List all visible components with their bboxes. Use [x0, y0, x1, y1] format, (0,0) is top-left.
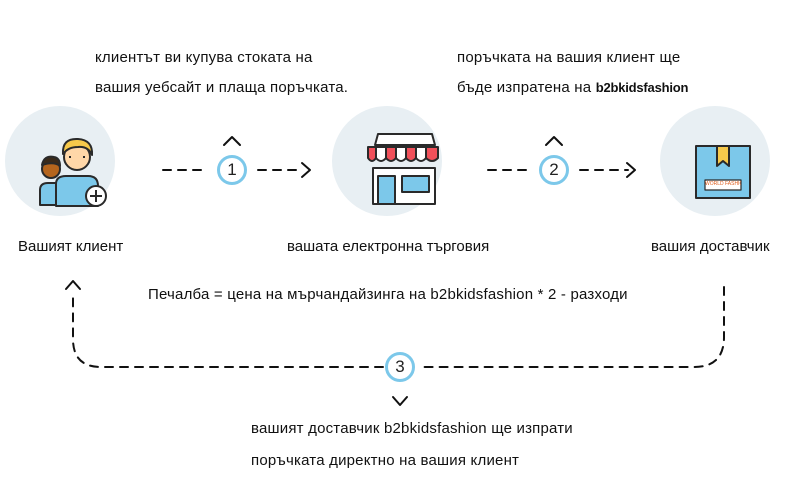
package-box-icon [695, 145, 751, 199]
customers-icon [39, 137, 107, 207]
step-3-text-line1: вашият доставчик b2bkidsfashion ще изпра… [251, 420, 573, 437]
step-1-text-line1: клиентът ви купува стоката на [95, 49, 313, 66]
return-arrow-head [65, 280, 81, 290]
step-2-text-prefix: бъде изпратена на [457, 79, 596, 96]
supplier-label: вашия доставчик [651, 238, 770, 255]
return-path [419, 286, 725, 368]
store-label: вашата електронна търговия [287, 238, 490, 255]
arrow-1-head [301, 162, 311, 178]
step-1-badge: 1 [217, 155, 247, 185]
profit-formula: Печалба = цена на мърчандайзинга на b2bk… [148, 286, 628, 303]
box-logo-text: WORLD FASHION [705, 181, 741, 187]
step-1-up-chevron [223, 136, 241, 146]
arrow-2-head [626, 162, 636, 178]
step-3-down-chevron [392, 396, 408, 406]
step-1-text-line2: вашия уебсайт и плаща поръчката. [95, 79, 349, 96]
step-2-badge: 2 [539, 155, 569, 185]
step-2-text-line1: поръчката на вашия клиент ще [457, 49, 681, 66]
step-3-badge: 3 [385, 352, 415, 382]
brand-name: b2bkidsfashion [595, 80, 689, 95]
step-2-up-chevron [545, 136, 563, 146]
step-2-text-line2: бъде изпратена на b2bkidsfashion [457, 79, 688, 96]
client-label: Вашият клиент [18, 238, 124, 255]
storefront-icon [367, 133, 439, 205]
step-3-text-line2: поръчката директно на вашия клиент [251, 452, 520, 469]
